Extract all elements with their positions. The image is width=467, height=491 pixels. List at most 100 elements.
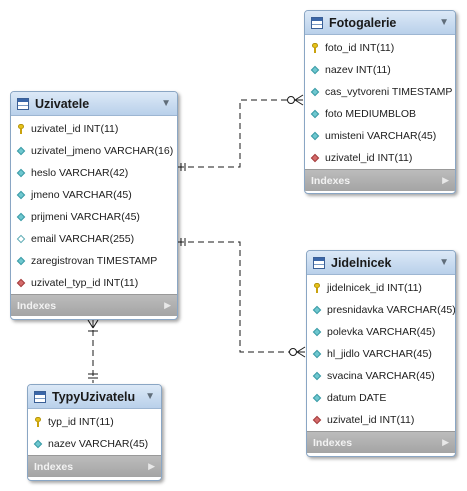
- column-row[interactable]: nazev VARCHAR(45): [28, 433, 161, 455]
- column-label: datum DATE: [327, 392, 387, 404]
- column-label: nazev VARCHAR(45): [48, 438, 149, 450]
- column-row[interactable]: jidelnicek_id INT(11): [307, 277, 455, 299]
- column-row[interactable]: nazev INT(11): [305, 59, 455, 81]
- table-header[interactable]: Fotogalerie ▼: [305, 11, 455, 35]
- primary-key-icon: [33, 417, 43, 427]
- column-icon: [312, 393, 322, 403]
- column-label: cas_vytvoreni TIMESTAMP: [325, 86, 453, 98]
- primary-key-icon: [310, 43, 320, 53]
- table-title: Fotogalerie: [329, 15, 397, 30]
- nullable-column-icon: [16, 234, 26, 244]
- column-label: jmeno VARCHAR(45): [31, 189, 132, 201]
- column-icon: [312, 349, 322, 359]
- column-label: uzivatel_jmeno VARCHAR(16): [31, 145, 174, 157]
- table-header[interactable]: Jidelnicek ▼: [307, 251, 455, 275]
- column-row[interactable]: uzivatel_typ_id INT(11): [11, 272, 177, 294]
- collapse-arrow-icon[interactable]: ▼: [439, 17, 449, 28]
- column-row[interactable]: typ_id INT(11): [28, 411, 161, 433]
- column-icon: [16, 190, 26, 200]
- column-row[interactable]: uzivatel_id INT(11): [305, 147, 455, 169]
- table-title: TypyUzivatelu: [52, 389, 136, 404]
- column-row[interactable]: email VARCHAR(255): [11, 228, 177, 250]
- column-icon: [16, 256, 26, 266]
- indexes-label: Indexes: [311, 174, 351, 187]
- column-row[interactable]: foto MEDIUMBLOB: [305, 103, 455, 125]
- column-label: typ_id INT(11): [48, 416, 114, 428]
- table-header[interactable]: TypyUzivatelu ▼: [28, 385, 161, 409]
- indexes-section[interactable]: Indexes ▶: [11, 294, 177, 316]
- column-icon: [33, 439, 43, 449]
- indexes-section[interactable]: Indexes ▶: [28, 455, 161, 477]
- column-row[interactable]: zaregistrovan TIMESTAMP: [11, 250, 177, 272]
- column-icon: [310, 131, 320, 141]
- column-label: uzivatel_typ_id INT(11): [31, 277, 139, 289]
- column-row[interactable]: cas_vytvoreni TIMESTAMP: [305, 81, 455, 103]
- column-list: foto_id INT(11) nazev INT(11) cas_vytvor…: [305, 35, 455, 169]
- column-label: email VARCHAR(255): [31, 233, 135, 245]
- column-icon: [310, 87, 320, 97]
- table-typyuzivatelu[interactable]: TypyUzivatelu ▼ typ_id INT(11) nazev VAR…: [27, 384, 162, 481]
- column-row[interactable]: heslo VARCHAR(42): [11, 162, 177, 184]
- column-icon: [16, 212, 26, 222]
- indexes-section[interactable]: Indexes ▶: [307, 431, 455, 453]
- column-row[interactable]: datum DATE: [307, 387, 455, 409]
- column-row[interactable]: hl_jidlo VARCHAR(45): [307, 343, 455, 365]
- column-label: presnidavka VARCHAR(45): [327, 304, 456, 316]
- column-row[interactable]: prijmeni VARCHAR(45): [11, 206, 177, 228]
- expand-arrow-icon[interactable]: ▶: [148, 461, 155, 471]
- column-icon: [312, 327, 322, 337]
- column-label: heslo VARCHAR(42): [31, 167, 129, 179]
- column-icon: [312, 305, 322, 315]
- column-icon: [310, 65, 320, 75]
- column-row[interactable]: presnidavka VARCHAR(45): [307, 299, 455, 321]
- column-row[interactable]: polevka VARCHAR(45): [307, 321, 455, 343]
- indexes-section[interactable]: Indexes ▶: [305, 169, 455, 191]
- column-row[interactable]: foto_id INT(11): [305, 37, 455, 59]
- table-uzivatele[interactable]: Uzivatele ▼ uzivatel_id INT(11) uzivatel…: [10, 91, 178, 320]
- column-label: hl_jidlo VARCHAR(45): [327, 348, 432, 360]
- column-label: polevka VARCHAR(45): [327, 326, 436, 338]
- table-jidelnicek[interactable]: Jidelnicek ▼ jidelnicek_id INT(11) presn…: [306, 250, 456, 457]
- column-label: uzivatel_id INT(11): [31, 123, 119, 135]
- column-row[interactable]: umisteni VARCHAR(45): [305, 125, 455, 147]
- table-icon: [34, 390, 46, 403]
- table-fotogalerie[interactable]: Fotogalerie ▼ foto_id INT(11) nazev INT(…: [304, 10, 456, 194]
- table-icon: [311, 16, 323, 29]
- column-label: foto MEDIUMBLOB: [325, 108, 417, 120]
- column-row[interactable]: svacina VARCHAR(45): [307, 365, 455, 387]
- column-row[interactable]: uzivatel_id INT(11): [11, 118, 177, 140]
- table-title: Uzivatele: [35, 96, 90, 111]
- column-row[interactable]: uzivatel_id INT(11): [307, 409, 455, 431]
- expand-arrow-icon[interactable]: ▶: [442, 175, 449, 185]
- relationship-uzivatele-fotogalerie[interactable]: [178, 99, 303, 168]
- column-label: foto_id INT(11): [325, 42, 395, 54]
- column-label: prijmeni VARCHAR(45): [31, 211, 140, 223]
- foreign-key-icon: [310, 153, 320, 163]
- column-row[interactable]: uzivatel_jmeno VARCHAR(16): [11, 140, 177, 162]
- column-icon: [312, 371, 322, 381]
- column-label: uzivatel_id INT(11): [325, 152, 413, 164]
- foreign-key-icon: [312, 415, 322, 425]
- relationship-uzivatele-jidelnicek[interactable]: [178, 241, 305, 353]
- primary-key-icon: [312, 283, 322, 293]
- collapse-arrow-icon[interactable]: ▼: [161, 98, 171, 109]
- primary-key-icon: [16, 124, 26, 134]
- expand-arrow-icon[interactable]: ▶: [442, 437, 449, 447]
- column-row[interactable]: jmeno VARCHAR(45): [11, 184, 177, 206]
- column-label: nazev INT(11): [325, 64, 391, 76]
- expand-arrow-icon[interactable]: ▶: [164, 300, 171, 310]
- column-list: typ_id INT(11) nazev VARCHAR(45): [28, 409, 161, 455]
- table-header[interactable]: Uzivatele ▼: [11, 92, 177, 116]
- column-icon: [16, 146, 26, 156]
- column-label: svacina VARCHAR(45): [327, 370, 435, 382]
- indexes-label: Indexes: [313, 436, 353, 449]
- column-icon: [310, 109, 320, 119]
- column-label: umisteni VARCHAR(45): [325, 130, 437, 142]
- collapse-arrow-icon[interactable]: ▼: [145, 391, 155, 402]
- indexes-label: Indexes: [34, 460, 74, 473]
- indexes-label: Indexes: [17, 299, 57, 312]
- collapse-arrow-icon[interactable]: ▼: [439, 257, 449, 268]
- column-label: uzivatel_id INT(11): [327, 414, 415, 426]
- table-title: Jidelnicek: [331, 255, 392, 270]
